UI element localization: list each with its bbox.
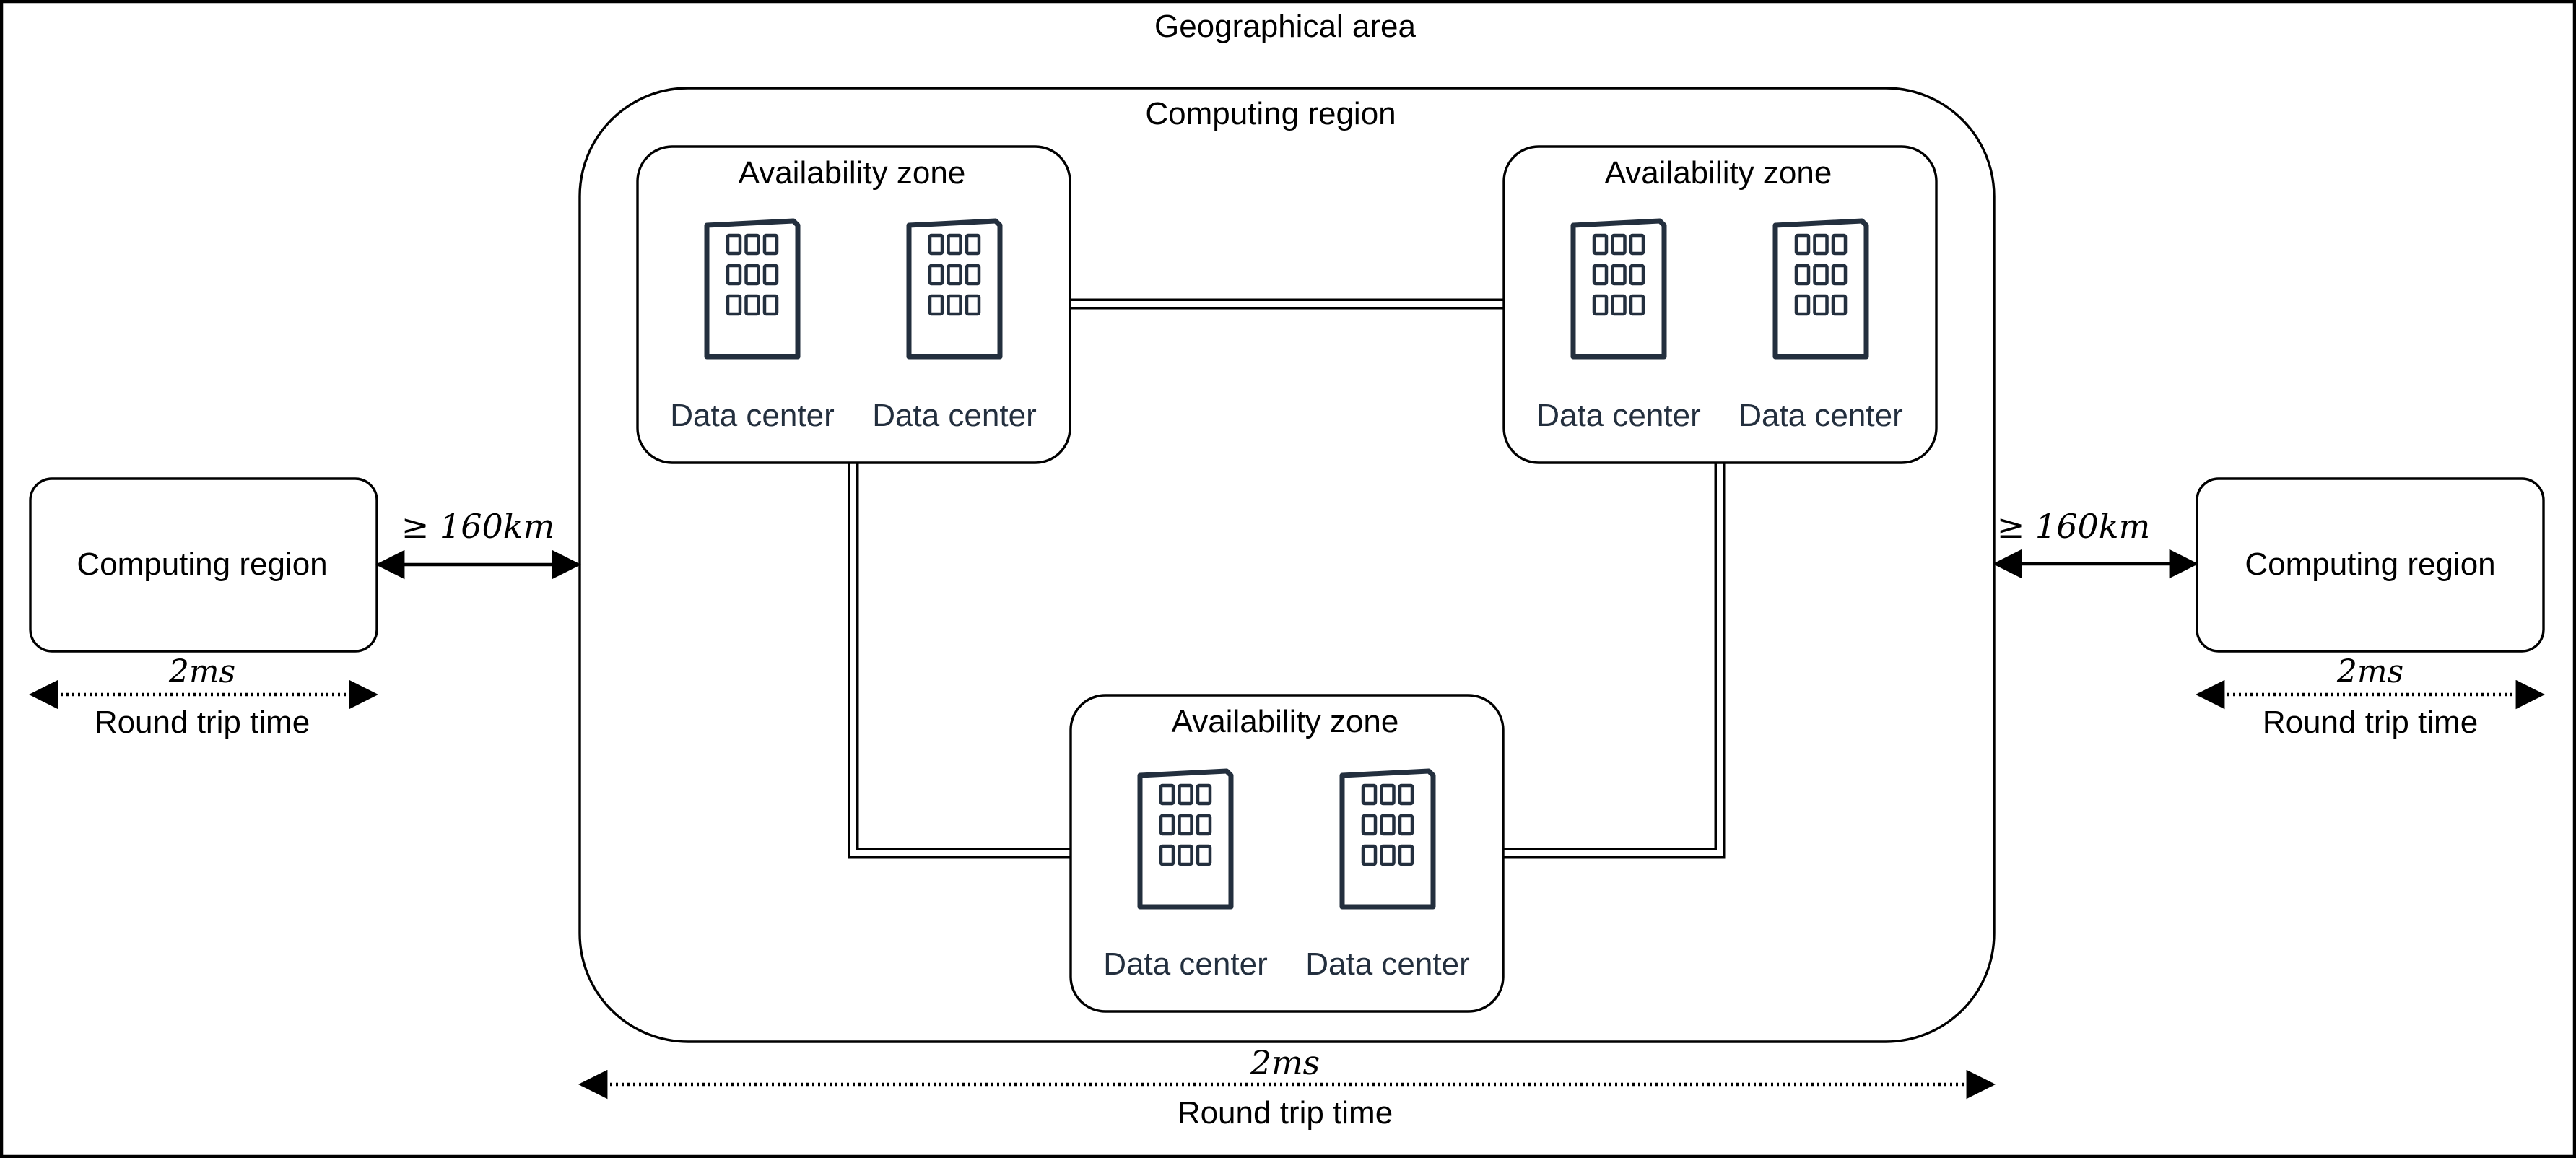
link-zone-2-zone-3 [1503,462,1726,859]
data-center-label: Data center [1103,946,1267,982]
side-region-label: Computing region [77,547,327,582]
link-zone-1-zone-3 [848,462,1071,859]
data-center-icon [1570,218,1667,360]
building-window [1813,233,1829,256]
availability-zone-1: Availability zone Data center Data cente… [636,145,1071,464]
building-window [1629,264,1645,286]
data-center-icon [704,218,801,360]
building-window [744,294,760,316]
data-center-icon [906,218,1003,360]
rtt-value: 2ms [2336,653,2403,690]
distance-label: ≥ 160km [1997,507,2150,546]
data-center-label: Data center [1305,946,1469,982]
building-window [928,233,944,256]
data-center-label: Data center [1536,398,1700,433]
building-window [1196,814,1212,836]
main-region-rtt: 2ms Round trip time [578,1043,1996,1131]
data-center-label: Data center [1739,398,1902,433]
distance-label: ≥ 160km [401,507,554,546]
building-window [1611,233,1627,256]
building-window [1361,844,1378,866]
building-window [1592,294,1609,316]
building-window [762,233,779,256]
building-window [1813,294,1829,316]
data-center-label: Data center [670,398,834,433]
rtt-value: 2ms [1250,1043,1320,1082]
data-center-icon [1137,768,1234,910]
building-window [1831,233,1848,256]
building-window [1380,783,1396,806]
building-window [1629,294,1645,316]
building-window [1611,264,1627,286]
building-window [726,294,742,316]
building-window [1159,783,1175,806]
building-window [1361,783,1378,806]
building-window [1592,233,1609,256]
building-window [965,264,981,286]
geographical-area-label: Geographical area [1154,9,1417,44]
building-window [1398,814,1414,836]
building-window [1196,844,1212,866]
building-window [744,233,760,256]
data-center-icon [1772,218,1869,360]
building-window [1629,233,1645,256]
building-window [947,233,962,256]
building-window [1611,294,1627,316]
building-window [965,233,981,256]
building-window [1361,814,1378,836]
building-window [726,264,742,286]
building-window [947,294,962,316]
rtt-label: Round trip time [95,705,310,740]
building-window [1831,264,1848,286]
building-window [744,264,760,286]
side-region-right: Computing region ≥ 160km 2ms Round trip … [1992,477,2546,740]
availability-zone-2: Availability zone Data center Data cente… [1502,145,1938,464]
zone-label: Availability zone [1605,155,1832,191]
building-outline [1339,768,1436,910]
building-window [928,264,944,286]
building-window [1380,844,1396,866]
side-region-label: Computing region [2245,547,2495,582]
side-region-left: Computing region ≥ 160km 2ms Round trip … [28,477,582,740]
zone-label: Availability zone [1172,704,1399,739]
building-window [947,264,962,286]
building-window [928,294,944,316]
building-window [965,294,981,316]
building-window [726,233,742,256]
building-window [1794,294,1811,316]
building-window [1178,814,1193,836]
building-window [1178,844,1193,866]
building-window [1813,264,1829,286]
building-outline [1570,218,1667,360]
building-outline [1772,218,1869,360]
building-window [1380,814,1396,836]
data-center-label: Data center [872,398,1036,433]
building-window [1398,844,1414,866]
building-window [1178,783,1193,806]
building-window [1831,294,1848,316]
building-window [1794,233,1811,256]
rtt-label: Round trip time [2263,705,2478,740]
building-outline [1137,768,1234,910]
building-window [1592,264,1609,286]
building-window [762,264,779,286]
building-outline [704,218,801,360]
building-window [1159,844,1175,866]
rtt-label: Round trip time [1178,1095,1393,1131]
availability-zone-3: Availability zone Data center Data cente… [1069,694,1505,1013]
data-center-icon [1339,768,1436,910]
rtt-value: 2ms [168,653,235,690]
zone-label: Availability zone [739,155,966,191]
building-window [1398,783,1414,806]
building-window [762,294,779,316]
building-window [1159,814,1175,836]
main-region-label: Computing region [1145,96,1396,131]
building-window [1794,264,1811,286]
zone-links [848,298,1726,859]
building-window [1196,783,1212,806]
building-outline [906,218,1003,360]
